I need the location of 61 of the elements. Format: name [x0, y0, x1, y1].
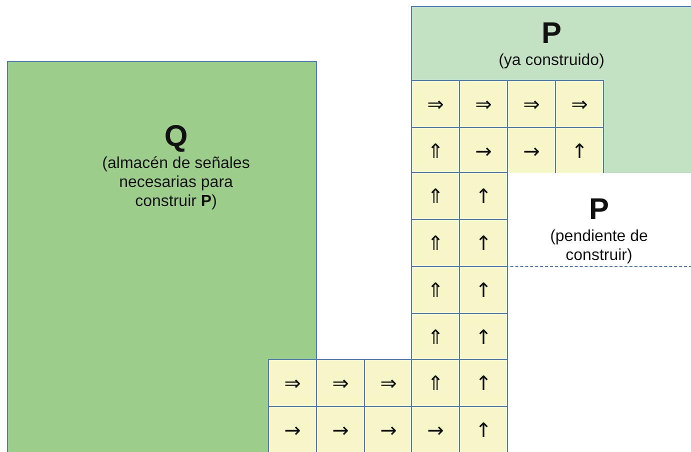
- arrow-symbol: ⇒: [284, 371, 301, 395]
- grid-cell: [459, 359, 508, 407]
- grid-cell: [411, 127, 460, 174]
- grid-cell: [459, 127, 508, 174]
- grid-cell: [459, 266, 508, 314]
- grid-cell: [507, 80, 556, 128]
- grid-cell: [459, 80, 508, 128]
- arrow-symbol: ↑: [475, 371, 492, 395]
- grid-cell: [411, 406, 460, 452]
- grid-cell: [459, 172, 508, 220]
- grid-cell: [411, 313, 460, 361]
- arrow-symbol: ⇒: [380, 371, 397, 395]
- grid-cell: [268, 406, 317, 452]
- grid-cell: [411, 219, 460, 267]
- arrow-symbol: ⇒: [571, 92, 588, 116]
- arrow-symbol: ⇒: [427, 92, 444, 116]
- grid-cell: [364, 406, 413, 452]
- grid-cell: [459, 313, 508, 361]
- grid-cell: [316, 406, 365, 452]
- grid-cell: [459, 406, 508, 452]
- grid-cell: [268, 359, 317, 407]
- region-title: P: [541, 17, 562, 51]
- arrow-symbol: ↑: [571, 138, 588, 162]
- grid-cell: [555, 80, 604, 128]
- arrow-symbol: ↑: [475, 325, 492, 349]
- arrow-symbol: ⇑: [427, 231, 444, 255]
- arrow-symbol: ↑: [475, 418, 492, 442]
- region-title: P: [588, 193, 609, 227]
- arrow-symbol: →: [475, 138, 492, 162]
- grid-cell: [411, 80, 460, 128]
- arrow-symbol: →: [523, 138, 540, 162]
- arrow-symbol: ⇑: [427, 138, 444, 162]
- region-description: (pendiente de construir): [549, 227, 649, 265]
- arrow-symbol: ⇑: [427, 278, 444, 302]
- grid-cell: [507, 127, 556, 174]
- arrow-symbol: ↑: [475, 184, 492, 208]
- grid-cell: [555, 127, 604, 174]
- grid-cell: [316, 359, 365, 407]
- grid-cell: [459, 219, 508, 267]
- grid-cell: [411, 359, 460, 407]
- arrow-symbol: →: [427, 418, 444, 442]
- arrow-symbol: →: [284, 418, 301, 442]
- arrow-symbol: ⇒: [475, 92, 492, 116]
- arrow-symbol: ↑: [475, 231, 492, 255]
- grid-cell: [411, 266, 460, 314]
- arrow-symbol: ↑: [475, 278, 492, 302]
- region-panel: [411, 6, 691, 176]
- arrow-symbol: ⇑: [427, 325, 444, 349]
- arrow-symbol: →: [380, 418, 397, 442]
- region-title: Q: [164, 120, 188, 154]
- region-description: (ya construido): [498, 51, 604, 70]
- arrow-symbol: ⇑: [427, 371, 444, 395]
- store-panel: [7, 61, 317, 452]
- arrow-symbol: ⇒: [523, 92, 540, 116]
- arrow-symbol: ⇒: [332, 371, 349, 395]
- region-description: (almacén de señales necesarias para construir P): [101, 154, 251, 211]
- arrow-symbol: ⇑: [427, 184, 444, 208]
- grid-cell: [364, 359, 413, 407]
- region-panel: [411, 173, 691, 267]
- arrow-symbol: →: [332, 418, 349, 442]
- grid-cell: [411, 172, 460, 220]
